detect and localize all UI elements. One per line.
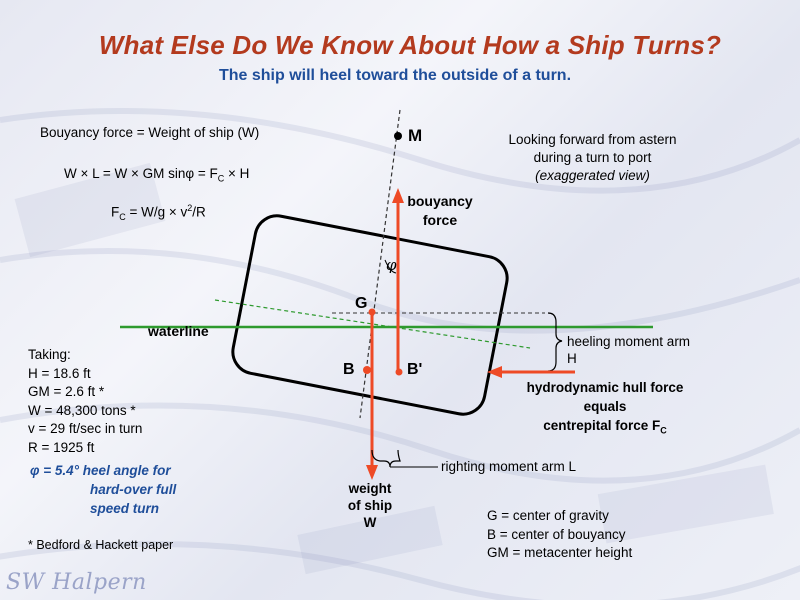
hydrodynamic-arrowhead	[487, 366, 502, 378]
weight-arrowhead	[366, 465, 378, 480]
taking-item: H = 18.6 ft	[28, 365, 91, 381]
footnote: * Bedford & Hackett paper	[28, 538, 174, 552]
buoyancy-point	[363, 366, 371, 374]
taking-values: Taking: H = 18.6 ft GM = 2.6 ft * W = 48…	[28, 346, 142, 457]
phi-arc	[384, 259, 397, 274]
legend-item: B = center of bouyancy	[487, 526, 626, 542]
author-signature: SW Halpern	[6, 570, 147, 595]
taking-item: W = 48,300 tons *	[28, 402, 136, 418]
label-M: M	[408, 126, 423, 145]
label-phi: φ	[386, 256, 397, 274]
label-weight-of-ship: weight of ship W	[347, 481, 393, 530]
righting-arm-bracket	[371, 449, 401, 468]
legend-item: G = center of gravity	[487, 508, 609, 523]
taking-item: v = 29 ft/sec in turn	[28, 421, 143, 436]
ship-hull	[231, 214, 509, 416]
heel-angle-result: φ = 5.4° heel angle for hard-over full s…	[30, 463, 177, 516]
ship-centerline	[359, 109, 401, 419]
buoyancy-arrowhead	[392, 188, 404, 203]
label-G: G	[355, 295, 368, 312]
equation-buoyancy: Bouyancy force = Weight of ship (W)	[40, 125, 260, 140]
taking-item: R = 1925 ft	[28, 439, 95, 455]
heeling-arm-bracket	[547, 312, 563, 372]
equation-centripetal-force: FC = W/g × v2/R	[111, 203, 206, 223]
equation-moment-balance: W × L = W × GM sinφ = FC × H	[64, 166, 250, 184]
label-B-prime: B'	[407, 361, 423, 378]
gravity-point	[368, 308, 376, 316]
label-hydrodynamic-force: hydrodynamic hull force equals centrepit…	[526, 380, 684, 436]
label-righting-arm: righting moment arm L	[441, 459, 577, 474]
label-B: B	[343, 361, 355, 378]
label-waterline: waterline	[148, 323, 209, 339]
label-bouyancy-force: bouyancy force	[407, 193, 473, 228]
page-subtitle: The ship will heel toward the outside of…	[218, 67, 572, 84]
buoyancy-prime-point	[395, 368, 403, 376]
page-title: What Else Do We Know About How a Ship Tu…	[98, 30, 722, 60]
definitions-legend: G = center of gravity B = center of bouy…	[487, 507, 632, 563]
metacenter-point	[394, 132, 402, 140]
taking-item: GM = 2.6 ft *	[28, 384, 105, 399]
legend-item: GM = metacenter height	[487, 545, 633, 560]
view-note: Looking forward from astern during a tur…	[508, 132, 677, 183]
label-heeling-arm: heeling moment arm H	[567, 334, 691, 366]
